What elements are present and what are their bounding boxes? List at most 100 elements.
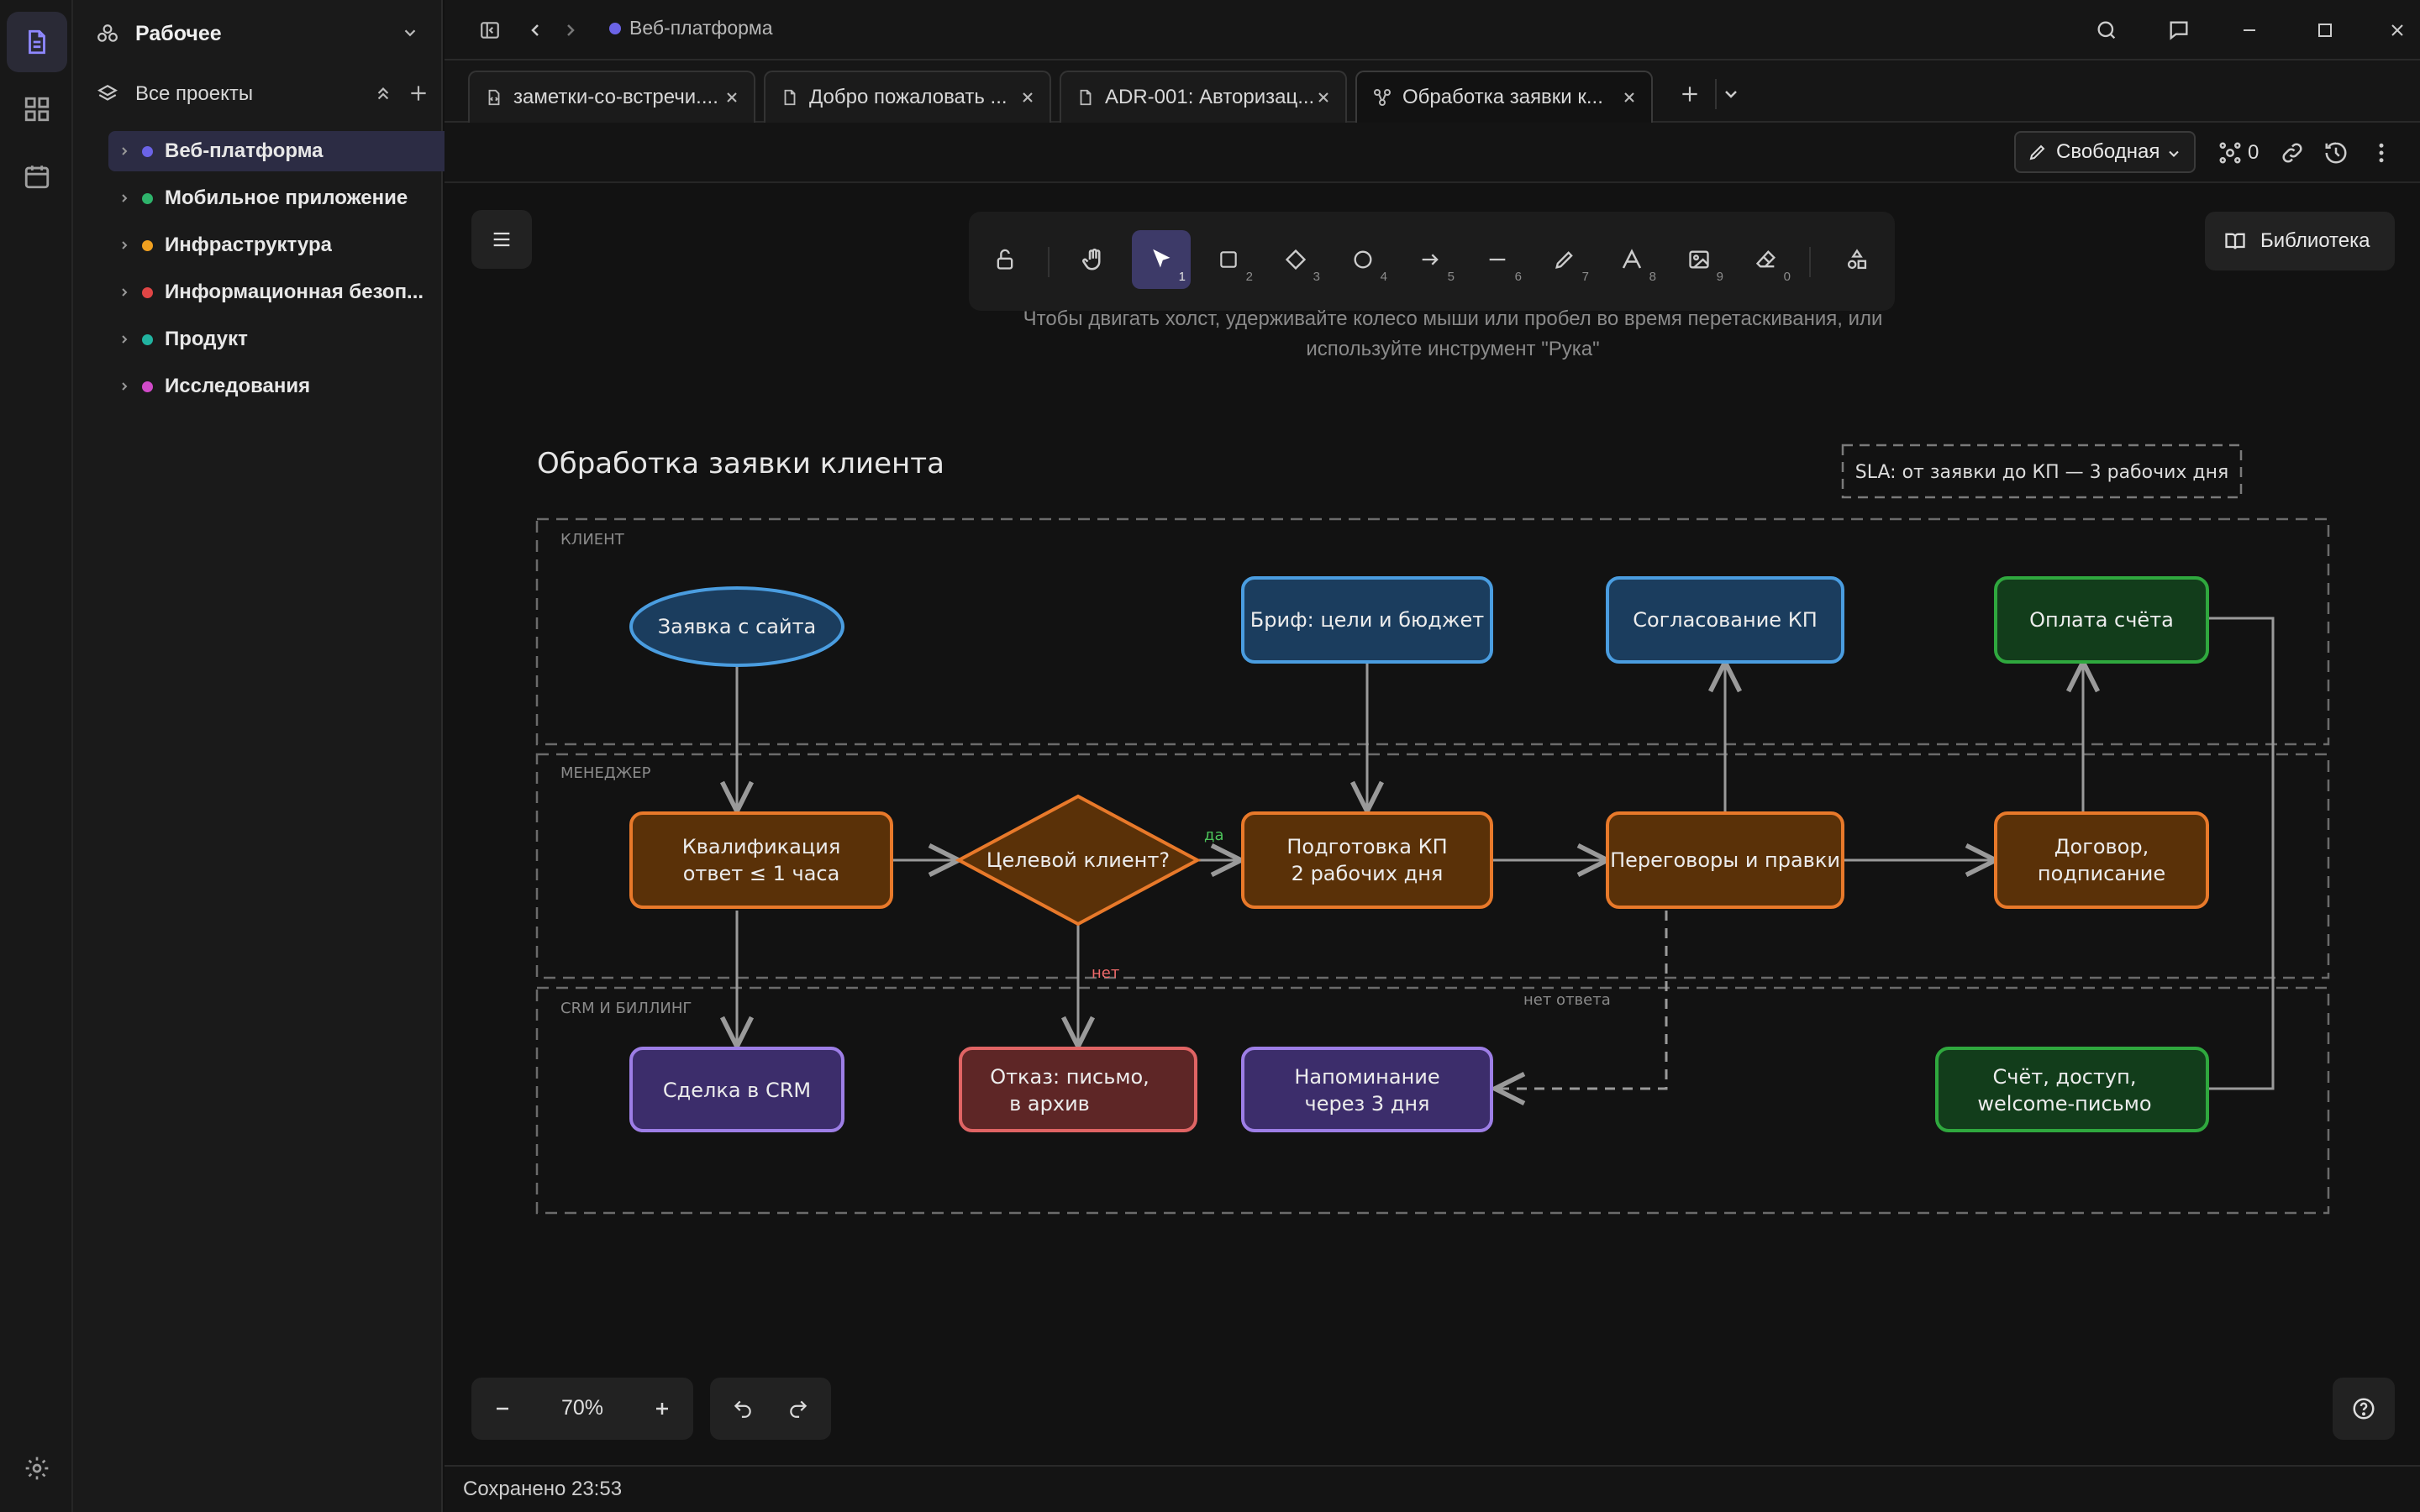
settings-button[interactable] <box>7 1438 67 1499</box>
add-project-icon[interactable] <box>408 82 429 104</box>
node-approve[interactable]: Согласование КП <box>1606 576 1844 664</box>
node-contract[interactable]: Договор, подписание <box>1994 811 2209 909</box>
more-button[interactable] <box>2369 138 2394 168</box>
tool-eraser[interactable]: 0 <box>1737 230 1796 289</box>
tool-rectangle[interactable]: 2 <box>1199 230 1258 289</box>
chevron-left-icon <box>531 24 539 36</box>
forward-button[interactable] <box>555 15 586 45</box>
tool-shortcut: 6 <box>1514 270 1522 284</box>
library-button[interactable]: Библиотека <box>2205 212 2395 270</box>
node-qualify[interactable]: Квалификация ответ ≤ 1 часа <box>629 811 893 909</box>
sidebar-project-item[interactable]: Инфраструктура <box>108 225 505 265</box>
tool-shortcut: 2 <box>1245 270 1253 284</box>
history-controls <box>710 1378 831 1440</box>
tab-list-button[interactable] <box>1715 79 1745 109</box>
tool-shortcut: 4 <box>1380 270 1387 284</box>
chevron-right-icon[interactable] <box>115 239 134 252</box>
calendar-nav-button[interactable] <box>7 146 67 207</box>
node-prepare[interactable]: Подготовка КП 2 рабочих дня <box>1241 811 1493 909</box>
sidebar-project-item[interactable]: Информационная безоп... <box>108 272 505 312</box>
help-button[interactable] <box>2333 1378 2395 1440</box>
canvas-menu-button[interactable] <box>471 210 532 269</box>
node-reminder[interactable]: Напоминание через 3 дня <box>1241 1047 1493 1132</box>
node-request[interactable]: Заявка с сайта <box>629 586 844 667</box>
minus-icon <box>497 1407 508 1410</box>
share-link-button[interactable] <box>2280 138 2305 168</box>
toggle-sidebar-button[interactable] <box>475 15 505 45</box>
lane-label-crm: CRM И БИЛЛИНГ <box>560 1000 692 1017</box>
node-crm-deal[interactable]: Сделка в CRM <box>629 1047 844 1132</box>
chevron-right-icon[interactable] <box>115 380 134 393</box>
node-reject[interactable]: Отказ: письмо, в архив <box>959 1047 1197 1132</box>
new-tab-button[interactable] <box>1675 79 1705 109</box>
zoom-in-button[interactable] <box>648 1394 676 1423</box>
node-target-decision[interactable]: Целевой клиент? <box>955 794 1202 927</box>
sidebar-project-item[interactable]: Исследования <box>108 366 505 407</box>
node-negotiate[interactable]: Переговоры и правки <box>1606 811 1844 909</box>
collaborators-button[interactable]: 0 <box>2217 138 2259 168</box>
tab-welcome[interactable]: Добро пожаловать ... <box>764 71 1051 123</box>
tool-arrow[interactable]: 5 <box>1401 230 1460 289</box>
zoom-out-button[interactable] <box>488 1394 517 1423</box>
undo-button[interactable] <box>729 1394 757 1423</box>
tool-image[interactable]: 9 <box>1670 230 1728 289</box>
tab-request-processing[interactable]: Обработка заявки к... <box>1355 71 1653 123</box>
tool-line[interactable]: 6 <box>1468 230 1527 289</box>
history-button[interactable] <box>2323 138 2349 168</box>
zoom-level[interactable]: 70% <box>560 1396 604 1420</box>
hand-icon <box>1082 248 1101 270</box>
tool-select[interactable]: 1 <box>1132 230 1191 289</box>
documents-nav-button[interactable] <box>7 12 67 72</box>
svg-text:подписание: подписание <box>2038 862 2165 885</box>
comments-button[interactable] <box>2164 15 2194 45</box>
workspace-switcher[interactable]: Рабочее <box>73 0 443 67</box>
maximize-button[interactable] <box>2310 15 2340 45</box>
chevron-right-icon[interactable] <box>115 144 134 158</box>
project-name: Инфраструктура <box>165 234 332 256</box>
sidebar-project-item[interactable]: Мобильное приложение <box>108 178 505 218</box>
close-tab-icon[interactable] <box>1621 89 1638 106</box>
tool-shapes[interactable] <box>1828 230 1886 289</box>
pencil-icon <box>2029 144 2045 160</box>
tool-diamond[interactable]: 3 <box>1266 230 1325 289</box>
tool-text[interactable]: 8 <box>1602 230 1661 289</box>
close-tab-icon[interactable] <box>1019 89 1036 106</box>
whiteboard-canvas[interactable]: КЛИЕНТ МЕНЕДЖЕР CRM И БИЛЛИНГ Обработка … <box>445 183 2420 1465</box>
back-button[interactable] <box>520 15 550 45</box>
collapse-all-icon[interactable] <box>372 82 394 104</box>
project-name: Веб-платформа <box>165 139 324 162</box>
lane-label-client: КЛИЕНТ <box>560 531 625 549</box>
mode-select[interactable]: Свободная <box>2014 131 2196 173</box>
chevron-right-icon[interactable] <box>115 333 134 346</box>
chevron-down-icon <box>2165 145 2182 162</box>
tool-pencil[interactable]: 7 <box>1535 230 1594 289</box>
node-payment[interactable]: Оплата счёта <box>1994 576 2209 664</box>
close-tab-icon[interactable] <box>1315 89 1332 106</box>
svg-text:Счёт, доступ,: Счёт, доступ, <box>1993 1065 2137 1089</box>
breadcrumb[interactable]: Веб-платформа <box>609 17 773 39</box>
node-invoice[interactable]: Счёт, доступ, welcome-письмо <box>1935 1047 2209 1132</box>
all-projects-row[interactable]: Все проекты <box>73 67 443 121</box>
close-window-button[interactable] <box>2382 15 2412 45</box>
tool-lock[interactable] <box>976 230 1034 289</box>
close-tab-icon[interactable] <box>723 89 740 106</box>
node-brief[interactable]: Бриф: цели и бюджет <box>1241 576 1493 664</box>
hamburger-icon <box>493 232 510 247</box>
boards-nav-button[interactable] <box>7 79 67 139</box>
chevron-right-icon[interactable] <box>115 192 134 205</box>
tab-meeting-notes[interactable]: заметки-со-встречи.... <box>468 71 755 123</box>
redo-button[interactable] <box>784 1394 813 1423</box>
search-button[interactable] <box>2091 15 2122 45</box>
project-color-dot <box>142 192 153 204</box>
workspace-icon <box>97 24 118 42</box>
project-name: Информационная безоп... <box>165 281 424 303</box>
chevron-right-icon[interactable] <box>115 286 134 299</box>
tool-ellipse[interactable]: 4 <box>1334 230 1392 289</box>
tab-adr-001[interactable]: ADR-001: Авторизац... <box>1060 71 1347 123</box>
text-icon <box>1622 249 1642 269</box>
sidebar-project-item[interactable]: Веб-платформа <box>108 131 505 171</box>
tool-hand[interactable] <box>1065 230 1123 289</box>
sidebar-project-item[interactable]: Продукт <box>108 319 505 360</box>
minimize-button[interactable] <box>2234 15 2265 45</box>
gear-icon <box>25 1457 49 1480</box>
